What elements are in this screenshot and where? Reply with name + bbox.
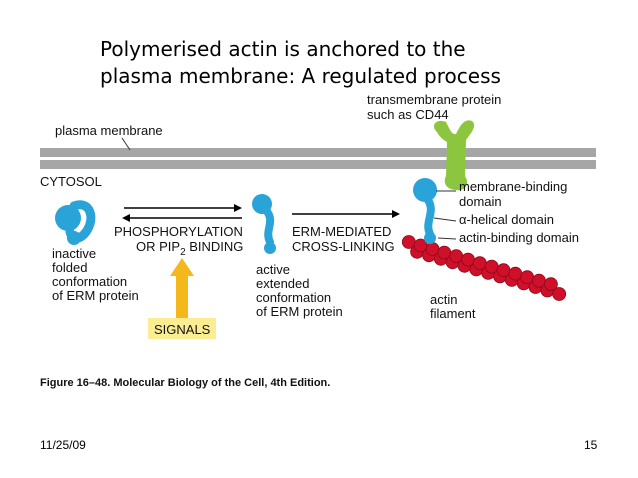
bound-erm-protein [413, 178, 437, 244]
inactive-label-1: inactive [52, 246, 96, 261]
transmembrane-label-1: transmembrane protein [367, 92, 501, 107]
signals-box [148, 318, 216, 339]
inactive-label-4: of ERM protein [52, 288, 139, 303]
membrane-binding-label-2: domain [459, 194, 502, 209]
alpha-helical-pointer [433, 217, 457, 222]
transmembrane-protein [433, 120, 475, 191]
signals-label: SIGNALS [154, 322, 211, 337]
actin-filament [401, 235, 567, 301]
active-label-1: active [256, 262, 290, 277]
actin-bead [544, 277, 558, 292]
slide-page-number: 15 [584, 438, 598, 452]
actin-binding-label: actin-binding domain [459, 230, 579, 245]
active-label-3: conformation [256, 290, 331, 305]
active-label-2: extended [256, 276, 310, 291]
actin-bead [552, 287, 567, 301]
active-label-4: of ERM protein [256, 304, 343, 319]
slide-title: Polymerised actin is anchored to the pla… [100, 36, 501, 90]
plasma-membrane-label: plasma membrane [55, 123, 163, 138]
title-line-2: plasma membrane: A regulated process [100, 64, 501, 88]
actin-binding-pointer [437, 237, 457, 240]
actin-label-2: filament [430, 306, 476, 321]
signals-arrow [170, 258, 194, 318]
cross-linking-arrow [292, 210, 400, 218]
inactive-label-3: conformation [52, 274, 127, 289]
actin-label-1: actin [430, 292, 457, 307]
plasma-membrane-pointer [121, 137, 131, 151]
alpha-helical-label: α-helical domain [459, 212, 554, 227]
figure-caption: Figure 16–48. Molecular Biology of the C… [40, 377, 330, 389]
cytosol-label: CYTOSOL [40, 174, 102, 189]
phosphorylation-label: PHOSPHORYLATION [114, 224, 243, 239]
membrane-binding-label-1: membrane-binding [459, 179, 567, 194]
active-erm-protein [252, 194, 276, 254]
transmembrane-label-2: such as CD44 [367, 107, 449, 122]
erm-mediated-label: ERM-MEDIATED [292, 224, 391, 239]
plasma-membrane [40, 148, 596, 169]
slide-date: 11/25/09 [40, 438, 86, 452]
phosphorylation-arrow [122, 204, 242, 222]
inactive-erm-protein [55, 200, 96, 245]
inactive-label-2: folded [52, 260, 87, 275]
pip2-label: OR PIP2 BINDING [136, 239, 243, 258]
title-line-1: Polymerised actin is anchored to the [100, 37, 466, 61]
cross-linking-label: CROSS-LINKING [292, 239, 395, 254]
